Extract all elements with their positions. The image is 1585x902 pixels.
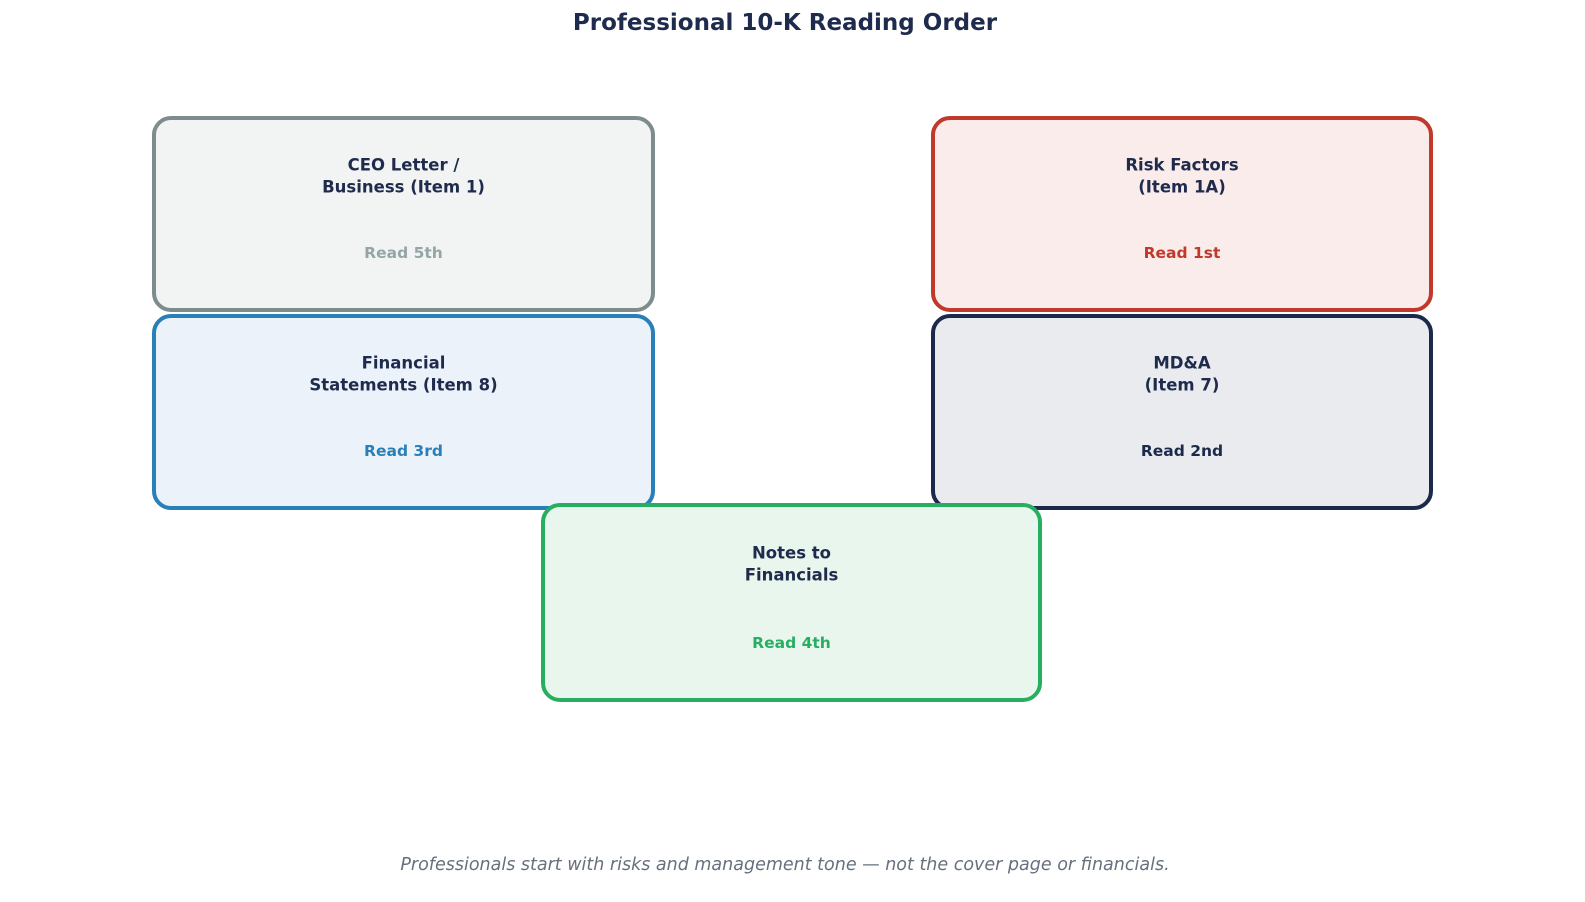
card-title-line-2: Financials	[744, 565, 839, 585]
footnote-caption: Professionals start with risks and manag…	[400, 855, 1170, 875]
page-title: Professional 10-K Reading Order	[572, 10, 998, 36]
read-order-label: Read 5th	[364, 244, 443, 263]
card-title: Financial Statements (Item 8)	[156, 353, 651, 396]
card-notes-to-financials: Notes to Financials Read 4th	[541, 503, 1042, 702]
card-title: Risk Factors (Item 1A)	[935, 155, 1429, 198]
card-title-line-2: Statements (Item 8)	[309, 375, 498, 395]
card-title-line-1: Risk Factors	[1125, 155, 1239, 175]
read-order-label: Read 2nd	[1140, 442, 1224, 461]
read-order-label: Read 3rd	[364, 442, 443, 461]
card-title: CEO Letter / Business (Item 1)	[156, 155, 651, 198]
card-title-line-1: Notes to	[751, 543, 831, 563]
card-title-line-2: Business (Item 1)	[322, 177, 485, 197]
card-title-line-2: (Item 1A)	[1138, 177, 1226, 197]
card-financial-statements: Financial Statements (Item 8) Read 3rd	[152, 314, 655, 510]
card-title-line-1: MD&A	[1153, 353, 1211, 373]
card-title: MD&A (Item 7)	[935, 353, 1429, 396]
card-mda: MD&A (Item 7) Read 2nd	[931, 314, 1433, 510]
read-order-label: Read 1st	[1143, 244, 1221, 263]
card-ceo-letter-business: CEO Letter / Business (Item 1) Read 5th	[152, 116, 655, 312]
card-title: Notes to Financials	[545, 543, 1038, 586]
card-title-line-2: (Item 7)	[1144, 375, 1220, 395]
card-title-line-1: Financial	[361, 353, 446, 373]
read-order-label: Read 4th	[752, 633, 831, 652]
card-title-line-1: CEO Letter /	[347, 155, 460, 175]
card-risk-factors: Risk Factors (Item 1A) Read 1st	[931, 116, 1433, 312]
